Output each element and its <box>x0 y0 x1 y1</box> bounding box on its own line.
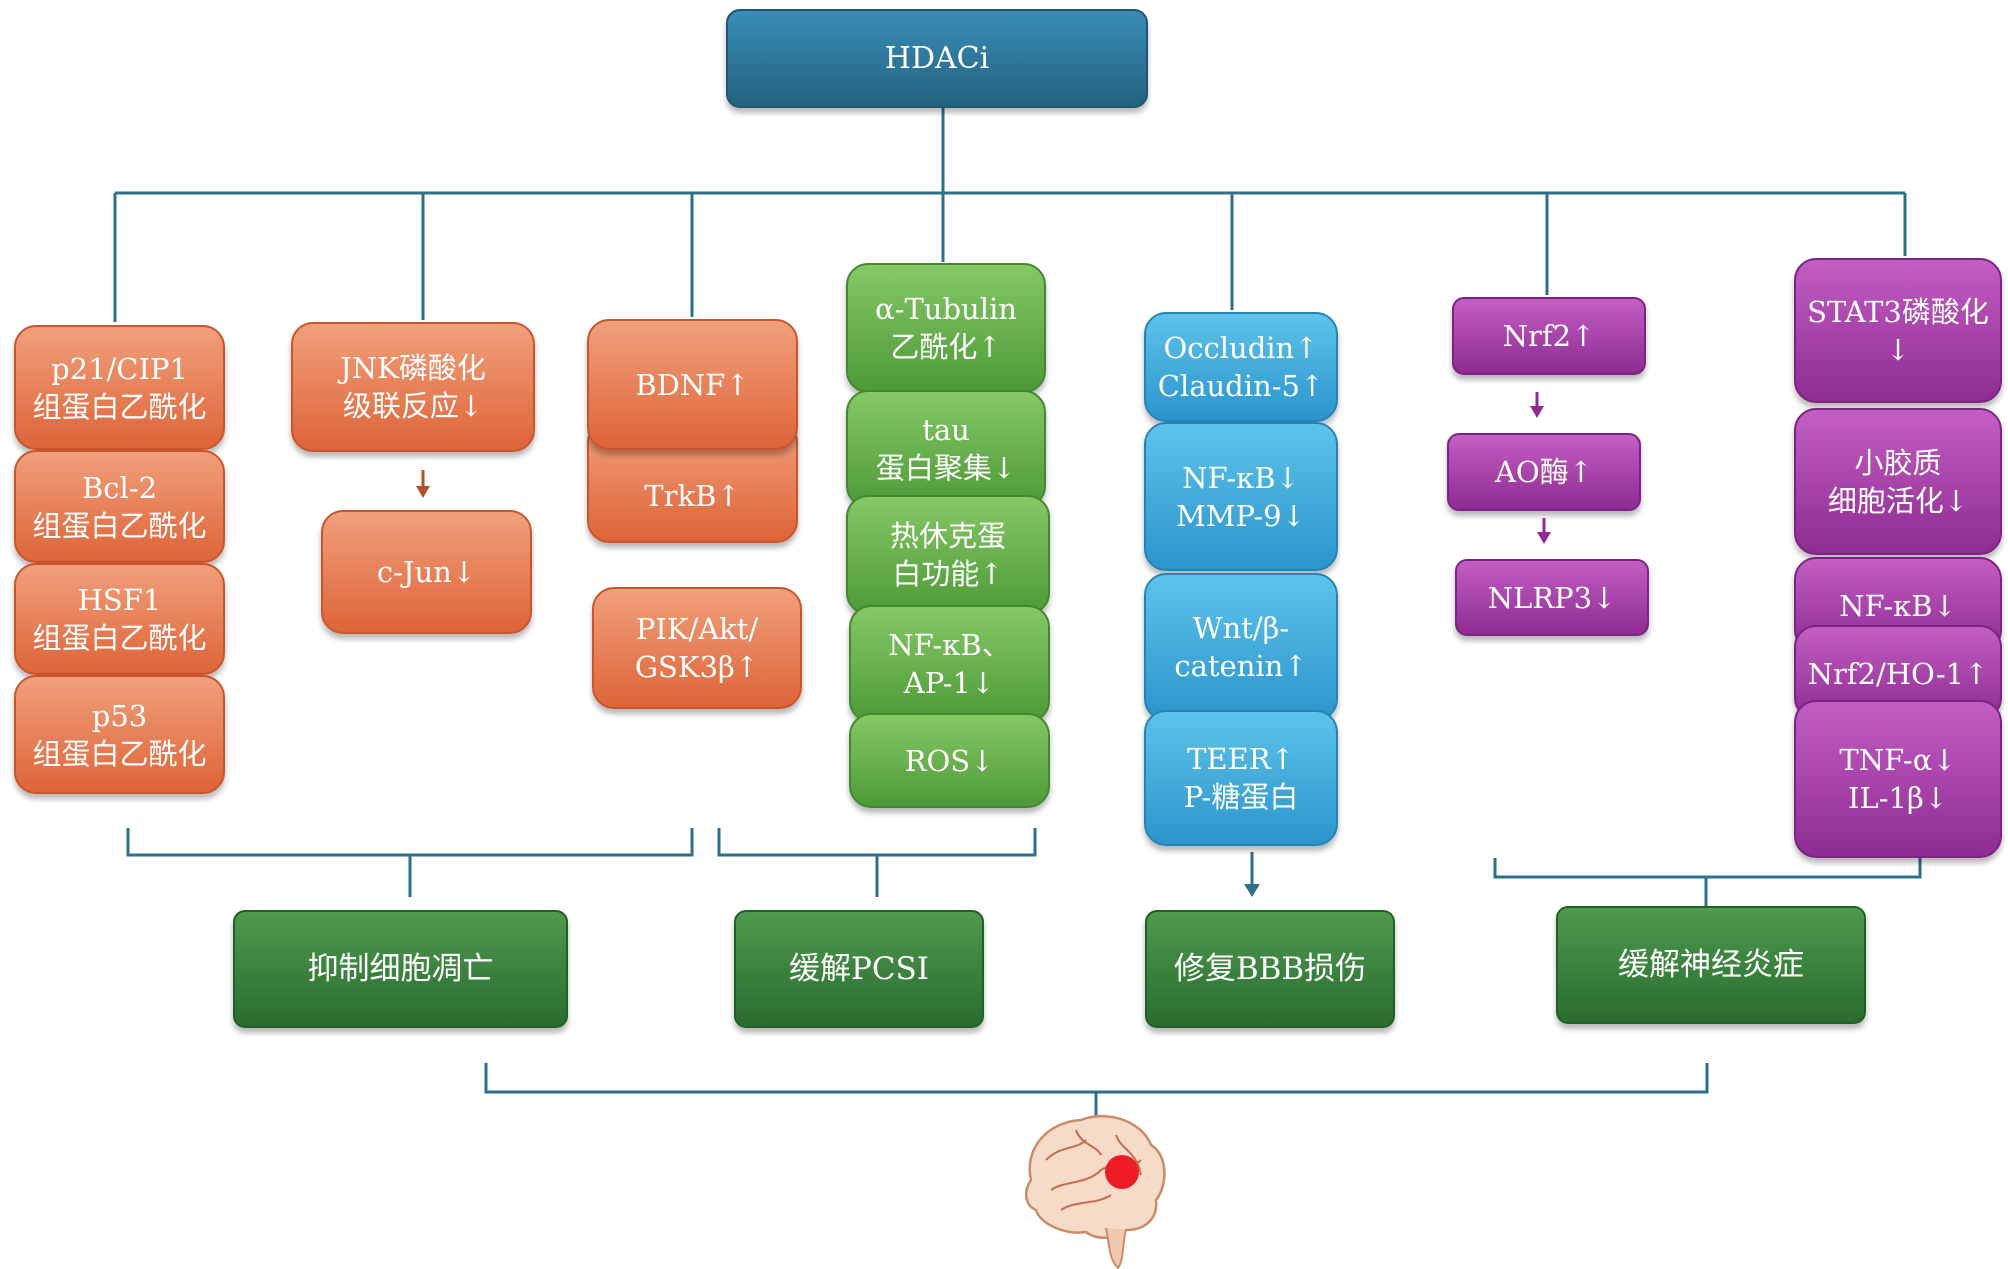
hdaci-root-box: HDACi <box>726 9 1148 108</box>
arrow-teer-to-bbb <box>1244 852 1260 897</box>
col6-nrf2-box: Nrf2↑ <box>1452 297 1646 375</box>
col7-microglia-box: 小胶质 细胞活化↓ <box>1794 408 2002 555</box>
col5-wnt-box: Wnt/β- catenin↑ <box>1144 573 1338 721</box>
col4-hsp-box: 热休克蛋 白功能↑ <box>846 495 1050 615</box>
col2-jnk-box: JNK磷酸化 级联反应↓ <box>291 322 535 452</box>
col1-p53-box: p53 组蛋白乙酰化 <box>14 675 225 794</box>
col3-bdnf-box: BDNF↑ <box>587 319 798 450</box>
col5-occludin-box: Occludin↑ Claudin-5↑ <box>1144 312 1338 422</box>
col4-ros-box: ROS↓ <box>849 713 1050 808</box>
bracket-apoptosis <box>126 828 694 897</box>
col1-p21-box: p21/CIP1 组蛋白乙酰化 <box>14 325 225 450</box>
col3-pikakt-box: PIK/Akt/ GSK3β↑ <box>592 587 802 709</box>
col4-nfkb-ap1-box: NF-κB、 AP-1↓ <box>849 605 1050 723</box>
arrow-jnk-to-cjun <box>416 470 430 498</box>
outcome-neuroinflammation-box: 缓解神经炎症 <box>1556 906 1866 1024</box>
col6-nlrp3-box: NLRP3↓ <box>1455 559 1649 636</box>
outcome-apoptosis-box: 抑制细胞凋亡 <box>233 910 568 1028</box>
arrow-nrf2-to-ao <box>1530 392 1544 418</box>
lesion-marker <box>1105 1155 1139 1189</box>
col4-tau-box: tau 蛋白聚集↓ <box>846 390 1046 508</box>
bracket-inflammation <box>1493 858 1922 907</box>
col1-hsf1-box: HSF1 组蛋白乙酰化 <box>14 563 225 675</box>
col1-bcl2-box: Bcl-2 组蛋白乙酰化 <box>14 450 225 563</box>
col2-cjun-box: c-Jun↓ <box>321 510 532 634</box>
outcome-bbb-box: 修复BBB损伤 <box>1145 910 1395 1028</box>
bracket-pcsi <box>717 828 1037 897</box>
col5-nfkb-mmp9-box: NF-κB↓ MMP-9↓ <box>1144 422 1338 571</box>
col7-stat3-box: STAT3磷酸化↓ <box>1794 258 2002 403</box>
outcome-pcsi-box: 缓解PCSI <box>734 910 984 1028</box>
col5-teer-box: TEER↑ P-糖蛋白 <box>1144 710 1338 846</box>
col7-tnf-il1-box: TNF-α↓ IL-1β↓ <box>1794 700 2002 858</box>
brain-icon <box>1025 1115 1166 1269</box>
col4-tubulin-box: α-Tubulin 乙酰化↑ <box>846 263 1046 393</box>
col6-ao-box: AO酶↑ <box>1447 433 1641 511</box>
arrow-ao-to-nlrp3 <box>1537 518 1551 544</box>
